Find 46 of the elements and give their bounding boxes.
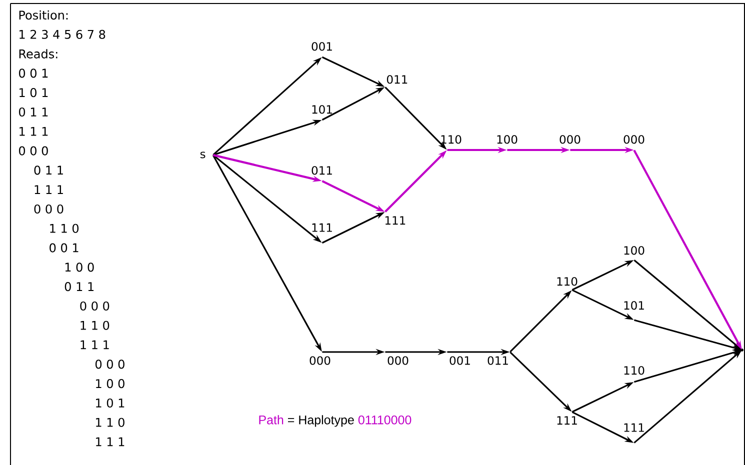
vertex-label: 000	[388, 356, 408, 365]
read-text: 1 0 0	[65, 262, 94, 272]
read-text: 1 0 0	[96, 379, 124, 388]
read-text: 0 1 1	[64, 282, 94, 292]
read-text: 0 1 1	[34, 166, 63, 175]
read-text: 1 1 1	[34, 185, 63, 194]
vertex-label: 000	[624, 135, 644, 144]
read-text: 0 0 1	[19, 68, 48, 78]
vertex-label: 111	[385, 216, 406, 225]
read-text: 0 0 0	[19, 146, 48, 156]
read-text: 1 1 1	[80, 340, 109, 350]
read-text: 0 1 1	[19, 107, 48, 117]
vertex-label: 100	[624, 246, 644, 255]
vertex-label: 110	[441, 135, 462, 144]
read-text: 0 0 0	[34, 204, 64, 214]
read-text: 1 1 1	[96, 437, 124, 446]
read-text: 1 0 1	[20, 88, 48, 98]
read-text: 1 0 1	[96, 398, 124, 408]
vertex-label: 101	[624, 301, 644, 310]
vertex-label: 000	[560, 135, 580, 144]
read-text: 1 1 0	[80, 320, 110, 330]
vertex-label: 101	[312, 105, 332, 114]
vertex-label: 001	[450, 356, 470, 365]
vertex-label: 111	[624, 423, 644, 432]
panel-text: Position:	[19, 10, 68, 20]
panel-text: Reads:	[19, 49, 58, 58]
read-text: 0 0 1	[50, 243, 78, 252]
panel-text: 1 2 3 4 5 6 7 8	[20, 30, 106, 39]
read-text: 1 1 0	[50, 224, 79, 233]
vertex-label: 110	[557, 277, 578, 286]
sink-vertex	[740, 348, 744, 352]
read-text: 1 1 0	[96, 418, 124, 427]
vertex-label: 001	[312, 42, 332, 51]
vertex-label: 011	[488, 356, 508, 365]
vertex-label: 111	[557, 416, 577, 425]
vertex-label: 011	[312, 166, 332, 175]
vertex-label: 100	[497, 135, 518, 144]
vertex-label: 000	[310, 356, 330, 365]
read-text: 0 0 0	[96, 360, 124, 369]
read-text: 0 0 0	[80, 301, 110, 311]
vertex-label: 111	[312, 223, 332, 232]
legend-text: Path = Haplotype 01110000	[259, 415, 412, 427]
vertex-label: 110	[624, 366, 644, 375]
vertex-label: 011	[386, 75, 408, 84]
read-text: 1 1 1	[20, 127, 48, 136]
vertex-label: s	[200, 152, 206, 158]
